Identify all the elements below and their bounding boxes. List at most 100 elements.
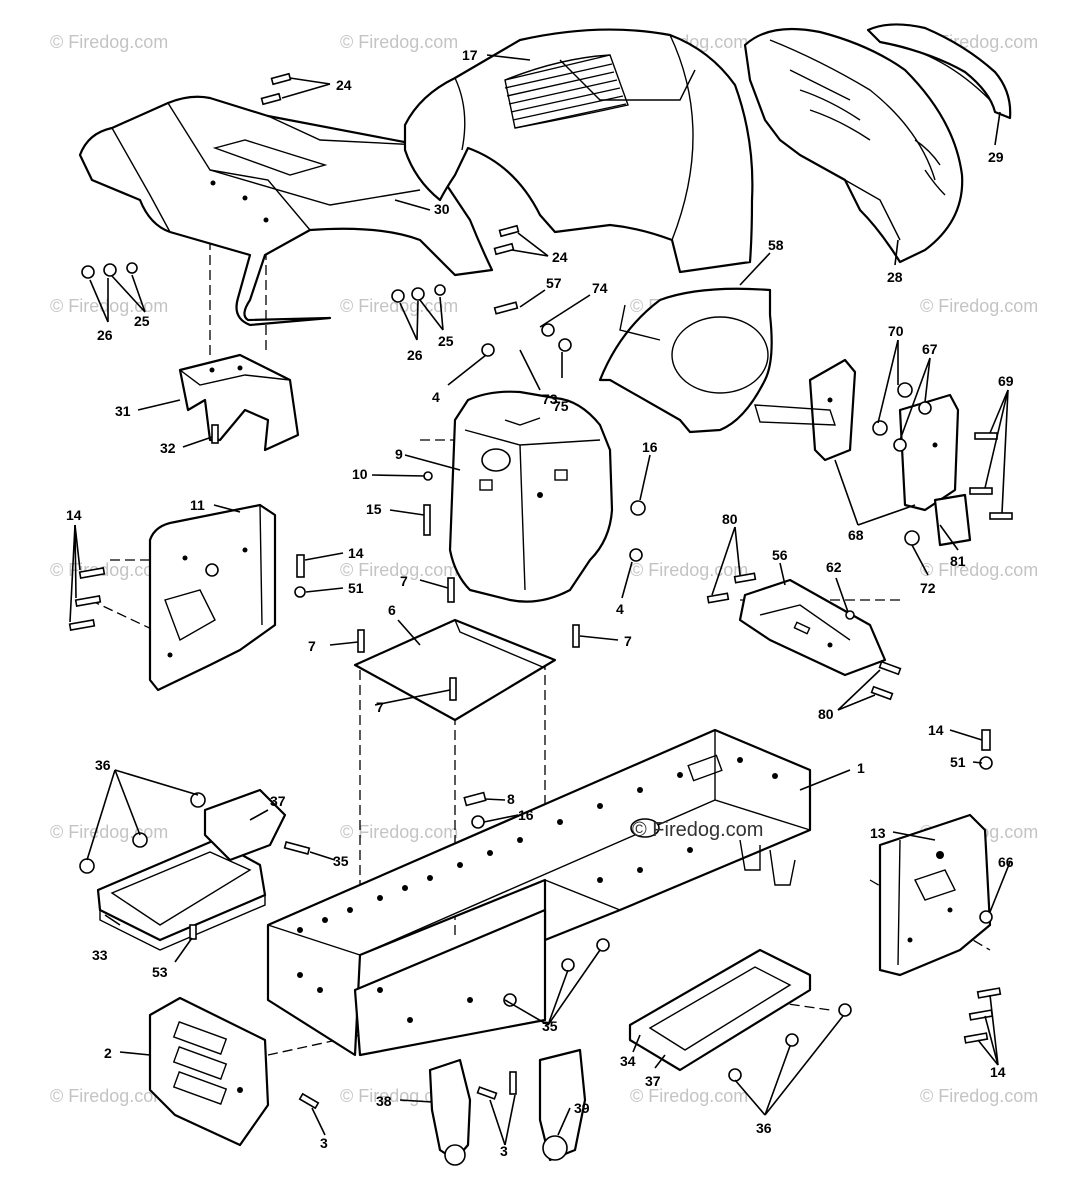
callout-35: 35 [333,853,349,869]
bracket-81 [933,493,972,547]
lens-29 [866,23,1012,120]
frame-watermark: © Firedog.com [632,819,763,841]
callout-26: 26 [97,327,113,343]
plate-6 [353,618,557,722]
callout-35: 35 [542,1018,558,1034]
callout-38: 38 [376,1093,392,1109]
callout-15: 15 [366,501,382,517]
side-panel-11 [148,503,277,692]
callout-14: 14 [348,545,364,561]
callout-17: 17 [462,47,478,63]
callout-24: 24 [336,77,352,93]
callout-3: 3 [500,1143,508,1159]
callout-75: 75 [553,398,569,414]
callout-51: 51 [950,754,966,770]
callout-36: 36 [756,1120,772,1136]
callout-7: 7 [624,633,632,649]
fender-30 [78,95,494,327]
callout-36: 36 [95,757,111,773]
callout-81: 81 [950,553,966,569]
callout-53: 53 [152,964,168,980]
callout-24: 24 [552,249,568,265]
watermark: © Firedog.com [920,296,1038,316]
callout-51: 51 [348,580,364,596]
callout-72: 72 [920,580,936,596]
grille-28 [743,27,964,264]
callout-7: 7 [400,573,408,589]
callout-74: 74 [592,280,608,296]
callout-69: 69 [998,373,1014,389]
callout-56: 56 [772,547,788,563]
callout-62: 62 [826,559,842,575]
callout-28: 28 [887,269,903,285]
callout-8: 8 [507,791,515,807]
callout-11: 11 [190,497,205,513]
watermark: © Firedog.com [50,822,168,842]
watermark: © Firedog.com [50,296,168,316]
watermark: © Firedog.com [920,560,1038,580]
callout-4: 4 [616,601,624,617]
callout-16: 16 [642,439,658,455]
footrest-cover-37 [203,788,287,862]
bracket-31 [178,353,300,452]
dash-panel-9 [448,390,614,603]
callout-68: 68 [848,527,864,543]
footrest-34 [628,948,812,1072]
callout-66: 66 [998,854,1014,870]
callout-30: 30 [434,201,450,217]
callout-39: 39 [574,1100,590,1116]
callout-1: 1 [857,760,865,776]
callout-labels: 17 24 30 24 26 25 26 25 29 28 58 57 74 4… [66,47,1014,1159]
callout-25: 25 [438,333,454,349]
watermark: © Firedog.com [50,1086,168,1106]
watermark: © Firedog.com [340,822,458,842]
callout-67: 67 [922,341,938,357]
callout-13: 13 [870,825,886,841]
callout-70: 70 [888,323,904,339]
watermark: © Firedog.com [630,560,748,580]
callout-9: 9 [395,446,403,462]
callout-73: 73 [542,391,558,407]
leader-lines [69,54,1011,1146]
callout-16: 16 [518,807,534,823]
plate-56 [738,578,887,677]
callout-29: 29 [988,149,1004,165]
callout-14: 14 [66,507,82,523]
fasteners [68,72,1013,1110]
callout-4: 4 [432,389,440,405]
callout-80: 80 [722,511,738,527]
callout-37: 37 [645,1073,661,1089]
bracket-39 [538,1048,587,1162]
watermark: © Firedog.com [340,32,458,52]
frame-1 [266,728,812,1057]
watermark: © Firedog.com [630,1086,748,1106]
callout-26: 26 [407,347,423,363]
callout-10: 10 [352,466,368,482]
callout-31: 31 [115,403,131,419]
callout-25: 25 [134,313,150,329]
front-plate-2 [148,996,270,1147]
callout-14: 14 [928,722,944,738]
hood-17 [403,28,754,274]
callout-3: 3 [320,1135,328,1151]
callout-58: 58 [768,237,784,253]
callout-33: 33 [92,947,108,963]
callout-6: 6 [388,602,396,618]
watermark: © Firedog.com [920,1086,1038,1106]
callout-14: 14 [990,1064,1006,1080]
skirt-58 [598,287,773,434]
watermark: © Firedog.com [340,560,458,580]
bracket-38 [428,1058,472,1166]
callout-80: 80 [818,706,834,722]
bracket-68 [754,358,960,512]
callout-34: 34 [620,1053,636,1069]
callout-37: 37 [270,793,286,809]
callout-32: 32 [160,440,176,456]
callout-2: 2 [104,1045,112,1061]
watermark: © Firedog.com [50,32,168,52]
callout-57: 57 [546,275,562,291]
callout-7: 7 [308,638,316,654]
callout-7: 7 [376,699,384,715]
side-panel-13 [878,813,992,977]
